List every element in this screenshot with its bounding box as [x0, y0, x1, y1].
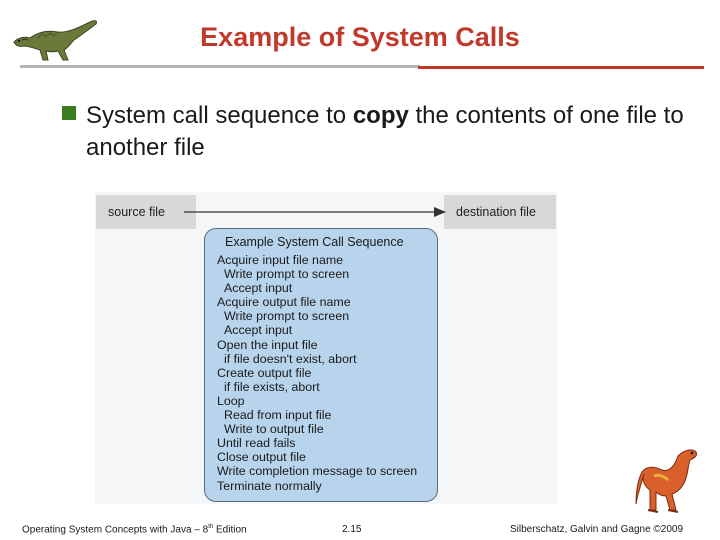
sequence-step: Terminate normally	[217, 478, 322, 493]
title-underline-gray	[20, 65, 420, 68]
sequence-step: Close output file	[217, 450, 306, 465]
footer-page-number: 2.15	[342, 524, 362, 535]
dinosaur-mascot-icon	[635, 449, 697, 513]
system-call-sequence-box: Example System Call Sequence Acquire inp…	[204, 228, 438, 502]
destination-file-box: destination file	[444, 195, 556, 229]
sequence-title: Example System Call Sequence	[225, 235, 404, 249]
square-bullet-icon	[62, 106, 76, 120]
sequence-step: Write prompt to screen	[224, 267, 350, 282]
footer-course-sup: th	[208, 524, 214, 530]
bullet-text: System call sequence to copy the content…	[86, 100, 686, 164]
sequence-step: Accept input	[224, 281, 293, 296]
sequence-step: Acquire input file name	[217, 253, 344, 267]
source-file-box: source file	[96, 195, 196, 229]
bullet-text-start: System call sequence to	[86, 102, 353, 129]
sequence-step: Write to output file	[224, 422, 324, 437]
footer-authors: Silberschatz, Galvin and Gagne ©2009	[510, 524, 684, 535]
footer-course-title: Operating System Concepts with Java – 8t…	[22, 524, 247, 535]
sequence-step: Open the input file	[217, 337, 318, 352]
sequence-step: Accept input	[224, 323, 293, 338]
sequence-step: Create output file	[217, 365, 312, 380]
sequence-step: Acquire output file name	[217, 295, 351, 310]
sequence-step: Until read fails	[217, 436, 296, 451]
sequence-step: if file doesn't exist, abort	[224, 351, 357, 366]
bullet-text-end: the contents of one file to another file	[86, 102, 684, 161]
footer-course-tail: Edition	[213, 524, 247, 536]
sequence-step: Read from input file	[224, 408, 332, 423]
slide-title: Example of System Calls	[200, 22, 520, 52]
dinosaur-logo-icon	[13, 20, 97, 61]
footer-course-main: Operating System Concepts with Java – 8	[22, 524, 209, 536]
sequence-step: if file exists, abort	[224, 379, 320, 394]
title-underline-red	[418, 66, 704, 69]
sequence-step: Write completion message to screen	[217, 464, 418, 479]
sequence-step: Write prompt to screen	[224, 309, 350, 324]
sequence-step: Loop	[217, 393, 245, 408]
bullet-text-bold: copy	[352, 102, 409, 129]
copy-arrow-icon	[184, 207, 446, 217]
